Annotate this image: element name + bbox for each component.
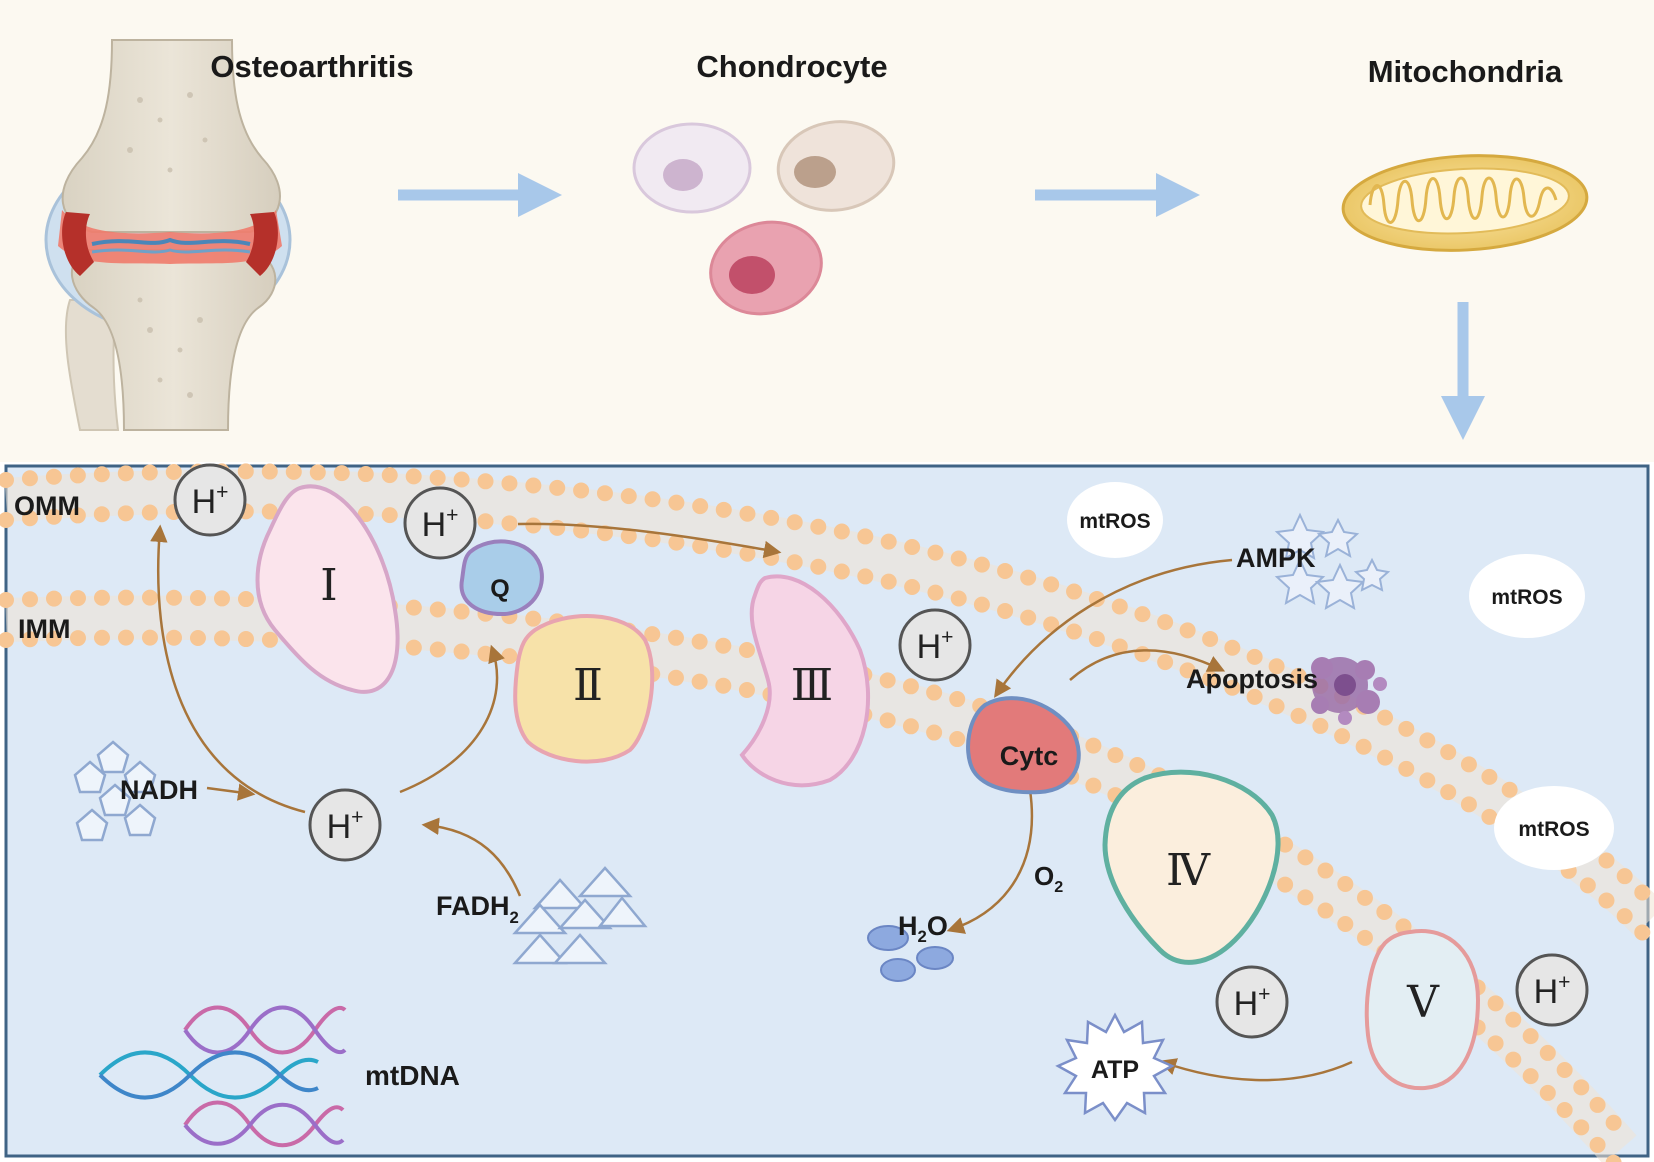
complex-III: Ⅲ: [739, 574, 871, 788]
proton-ion: H+: [173, 463, 247, 537]
complex-V: Ⅴ: [1364, 929, 1481, 1091]
mtros-badge: mtROS: [1494, 786, 1614, 870]
nadh-label: NADH: [120, 775, 198, 805]
cytochrome-c: Cytc: [966, 696, 1081, 795]
proton-ion: H+: [403, 486, 477, 560]
oxygen-label: O2: [1034, 861, 1063, 896]
apoptotic-cell-icon: [1311, 657, 1387, 725]
water-label: H2O: [898, 911, 948, 946]
atp-label: ATP: [1091, 1056, 1139, 1084]
complex-V-label: Ⅴ: [1406, 978, 1440, 1027]
omm-label: OMM: [14, 491, 80, 521]
mtdna-helices-icon: [98, 1005, 347, 1148]
svg-text:mtROS: mtROS: [1491, 586, 1562, 609]
ampk-label: AMPK: [1236, 543, 1316, 573]
q-label: Q: [490, 575, 509, 603]
complex-I: Ⅰ: [255, 484, 400, 694]
mitochondrion-illustration: [1341, 154, 1589, 252]
apoptosis-label: Apoptosis: [1186, 664, 1318, 694]
proton-ion: H+: [308, 788, 382, 862]
svg-text:H+: H+: [917, 626, 954, 666]
water-droplets-icon: [867, 925, 954, 982]
reaction-arrows: [150, 522, 1353, 1082]
complex-IV-label: Ⅳ: [1166, 846, 1211, 895]
complex-II-label: Ⅱ: [573, 661, 603, 710]
mtros-badge: mtROS: [1469, 554, 1585, 638]
svg-text:H+: H+: [1534, 971, 1571, 1011]
nadh-pentagons-icon: [73, 740, 157, 842]
imm-label: IMM: [18, 614, 70, 644]
fadh2-triangles-icon: [512, 866, 648, 965]
proton-ion: H+: [1215, 965, 1289, 1039]
proton-ion: H+: [1515, 953, 1589, 1027]
svg-text:H+: H+: [192, 481, 229, 521]
complex-I-label: Ⅰ: [320, 561, 337, 610]
svg-text:H+: H+: [1234, 983, 1271, 1023]
svg-text:mtROS: mtROS: [1518, 818, 1589, 841]
complex-III-label: Ⅲ: [791, 661, 833, 710]
svg-text:H+: H+: [327, 806, 364, 846]
stage-label-mitochondria: Mitochondria: [1368, 54, 1563, 89]
svg-text:H+: H+: [422, 504, 459, 544]
ampk-stars-icon: [1274, 512, 1391, 610]
stage-label-osteoarthritis: Osteoarthritis: [210, 49, 413, 84]
proton-ion: H+: [898, 608, 972, 682]
svg-text:mtROS: mtROS: [1079, 510, 1150, 533]
chondrocyte-cells-illustration: [632, 120, 896, 316]
complex-IV: Ⅳ: [1102, 769, 1281, 965]
ubiquinone-q: Q: [459, 539, 544, 617]
stage-label-chondrocyte: Chondrocyte: [696, 49, 887, 84]
atp-starburst: ATP: [1055, 1012, 1175, 1123]
complex-II: Ⅱ: [513, 614, 655, 764]
mtdna-label: mtDNA: [365, 1060, 460, 1091]
knee-joint-illustration: [44, 39, 292, 431]
mtros-badge: mtROS: [1067, 482, 1163, 558]
cytc-label: Cytc: [1000, 741, 1059, 771]
fadh2-label: FADH2: [436, 891, 519, 927]
